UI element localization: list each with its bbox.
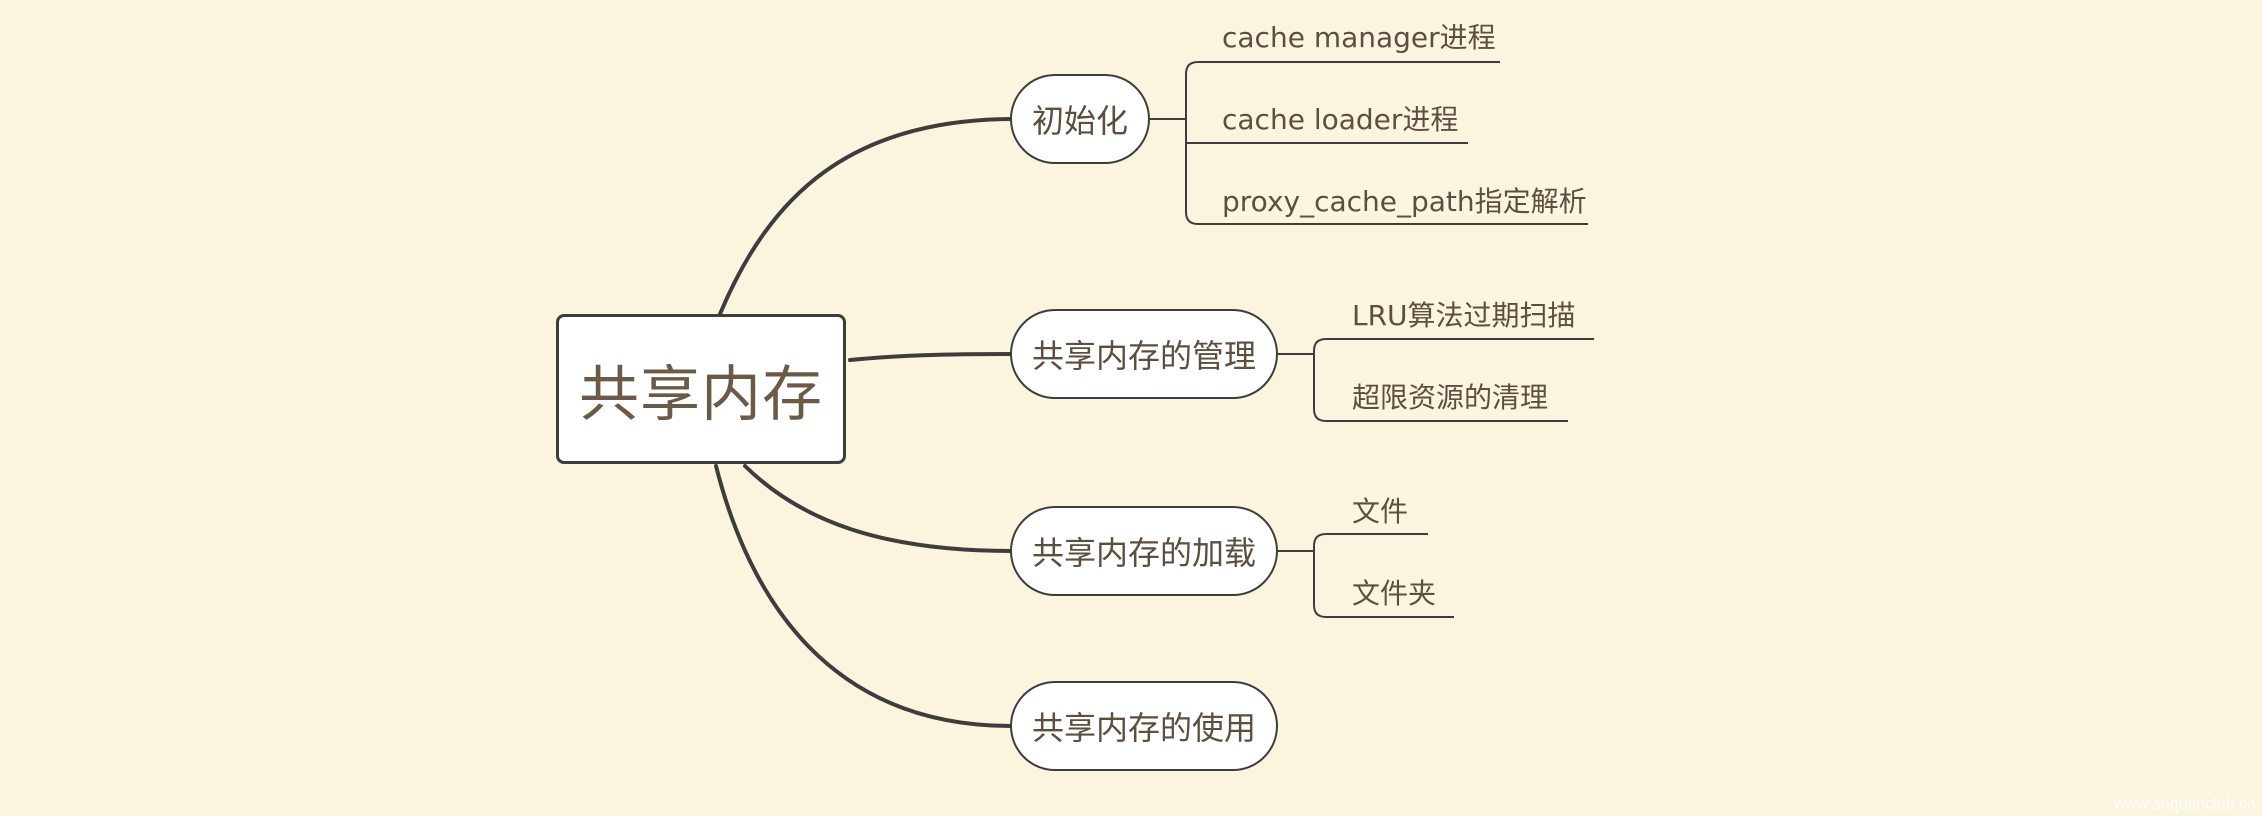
root-node[interactable]: 共享内存 xyxy=(556,314,846,464)
branch-node-init[interactable]: 初始化 xyxy=(1010,74,1150,164)
leaf-lru-scan[interactable]: LRU算法过期扫描 xyxy=(1352,299,1576,332)
root-label: 共享内存 xyxy=(579,359,823,430)
leaf-folder[interactable]: 文件夹 xyxy=(1352,577,1437,610)
bracket-manage xyxy=(1278,338,1327,422)
leaf-cache-manager[interactable]: cache manager进程 xyxy=(1222,21,1496,54)
connector-root-manage xyxy=(848,352,1013,362)
bracket-load xyxy=(1278,533,1327,618)
connector-root-use xyxy=(714,464,1013,728)
leaf-overlimit-cleanup[interactable]: 超限资源的清理 xyxy=(1352,381,1549,414)
connector-root-load xyxy=(743,464,1013,553)
branch-label-load: 共享内存的加载 xyxy=(1031,534,1256,572)
leaf-file[interactable]: 文件 xyxy=(1352,495,1409,528)
branch-label-init: 初始化 xyxy=(1031,102,1128,140)
leaf-cache-loader[interactable]: cache loader进程 xyxy=(1222,103,1459,136)
leaf-proxy-cache-path[interactable]: proxy_cache_path指定解析 xyxy=(1222,185,1587,218)
branch-node-load[interactable]: 共享内存的加载 xyxy=(1010,506,1278,596)
branch-node-manage[interactable]: 共享内存的管理 xyxy=(1010,309,1278,399)
branch-node-use[interactable]: 共享内存的使用 xyxy=(1010,681,1278,771)
branch-label-manage: 共享内存的管理 xyxy=(1031,337,1256,375)
connector-root-init xyxy=(718,117,1013,316)
watermark-text: www.anquanclub.cn xyxy=(2113,796,2256,813)
branch-label-use: 共享内存的使用 xyxy=(1031,709,1256,747)
